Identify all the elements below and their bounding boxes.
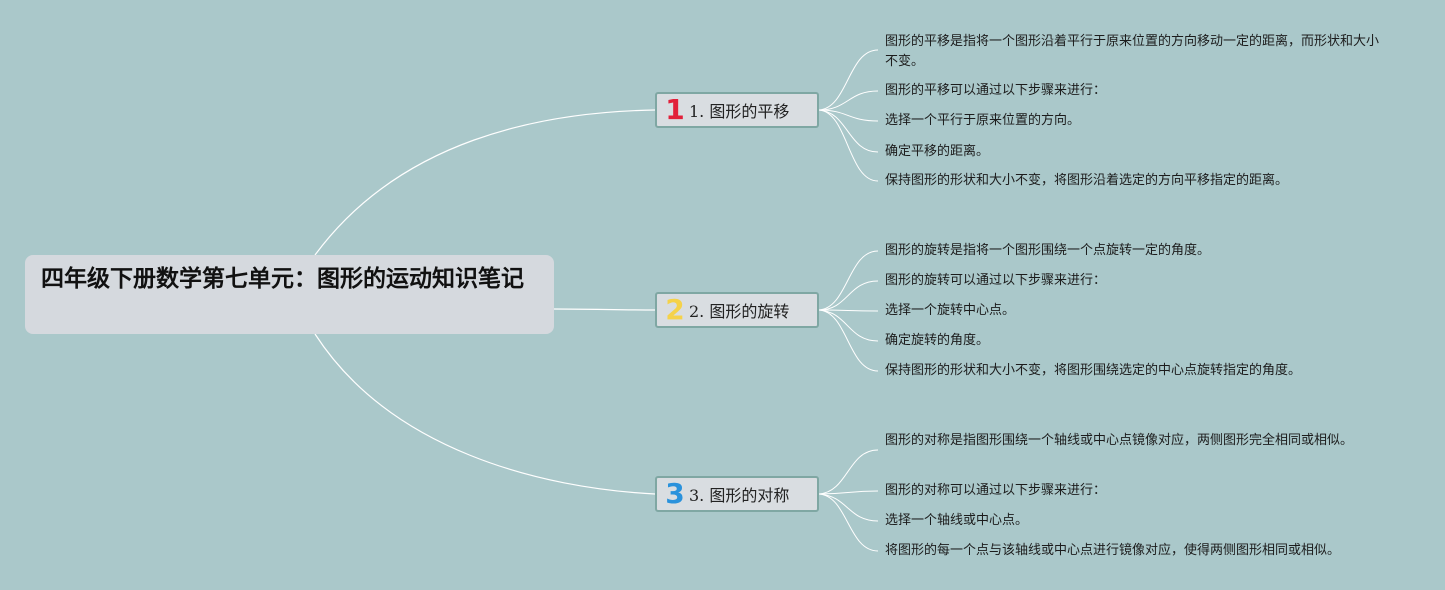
connector-b2-leaf-3 <box>818 309 879 312</box>
connector-b1-leaf-2 <box>818 90 879 111</box>
connector-b2-leaf-2 <box>818 280 879 311</box>
leaf-topic[interactable]: 图形的旋转是指将一个图形围绕一个点旋转一定的角度。 <box>885 243 1211 258</box>
leaf-topic[interactable]: 图形的对称是指图形围绕一个轴线或中心点镜像对应，两侧图形完全相同或相似。 <box>885 433 1354 448</box>
connector-b2-leaf-5 <box>818 309 879 372</box>
root-topic-title: 四年级下册数学第七单元：图形的运动知识笔记 <box>41 266 524 292</box>
branch-label: 3. 图形的对称 <box>689 486 790 505</box>
leaf-topic[interactable]: 图形的平移是指将一个图形沿着平行于原来位置的方向移动一定的距离，而形状和大小不变… <box>885 34 1380 69</box>
leaf-topic[interactable]: 选择一个平行于原来位置的方向。 <box>885 113 1081 128</box>
connector-b1-leaf-3 <box>818 109 879 122</box>
connector-b3-leaf-1 <box>818 449 879 495</box>
connector-root-branch-1 <box>314 109 656 256</box>
connector-b3-leaf-2 <box>818 490 879 495</box>
badge-1-icon: 1 <box>665 93 685 126</box>
leaf-topic[interactable]: 保持图形的形状和大小不变，将图形沿着选定的方向平移指定的距离。 <box>885 173 1289 188</box>
leaf-topic[interactable]: 图形的平移可以通过以下步骤来进行： <box>885 83 1107 98</box>
leaf-topic[interactable]: 确定旋转的角度。 <box>885 333 990 348</box>
leaf-topic[interactable]: 保持图形的形状和大小不变，将图形围绕选定的中心点旋转指定的角度。 <box>885 363 1302 378</box>
leaf-topic[interactable]: 图形的对称可以通过以下步骤来进行： <box>885 483 1107 498</box>
branch-symmetry[interactable]: 3 3. 图形的对称 <box>655 476 819 512</box>
connector-b1-leaf-5 <box>818 109 879 182</box>
branch-translation[interactable]: 1 1. 图形的平移 <box>655 92 819 128</box>
leaf-topic[interactable]: 图形的旋转可以通过以下步骤来进行： <box>885 273 1107 288</box>
badge-2-icon: 2 <box>665 293 685 326</box>
connector-b1-leaf-1 <box>818 49 879 111</box>
branch-label: 2. 图形的旋转 <box>689 302 790 321</box>
leaf-topic[interactable]: 选择一个轴线或中心点。 <box>885 513 1029 528</box>
leaf-topic[interactable]: 将图形的每一个点与该轴线或中心点进行镜像对应，使得两侧图形相同或相似。 <box>885 543 1341 558</box>
badge-3-icon: 3 <box>665 477 685 510</box>
leaf-topic[interactable]: 确定平移的距离。 <box>885 144 990 159</box>
connector-root-branch-2 <box>553 308 656 311</box>
leaf-topic[interactable]: 选择一个旋转中心点。 <box>885 303 1016 318</box>
connector-b2-leaf-4 <box>818 309 879 342</box>
connector-b1-leaf-4 <box>818 109 879 153</box>
connector-b2-leaf-1 <box>818 250 879 311</box>
branch-rotation[interactable]: 2 2. 图形的旋转 <box>655 292 819 328</box>
connector-b3-leaf-3 <box>818 493 879 522</box>
branch-label: 1. 图形的平移 <box>689 102 790 121</box>
connector-b3-leaf-4 <box>818 493 879 552</box>
connector-root-branch-3 <box>314 333 656 495</box>
root-topic[interactable]: 四年级下册数学第七单元：图形的运动知识笔记 <box>25 255 554 334</box>
